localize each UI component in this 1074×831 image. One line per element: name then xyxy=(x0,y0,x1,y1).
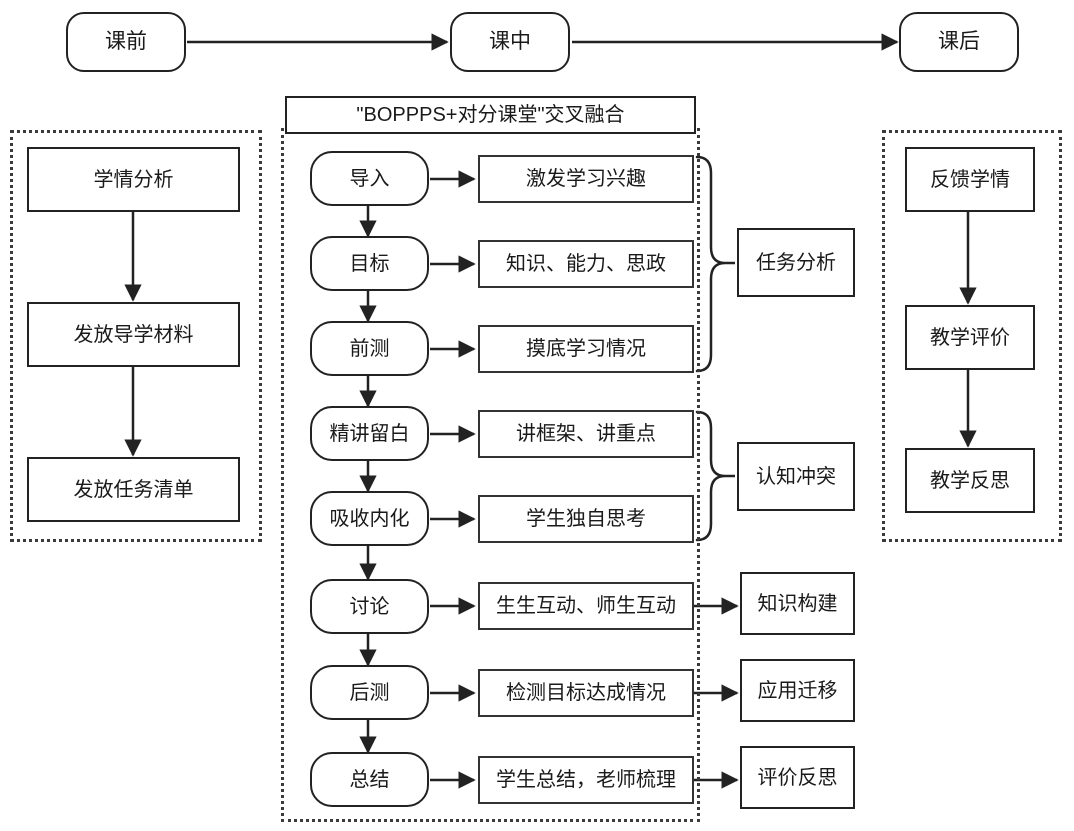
brace-task-analysis xyxy=(695,155,726,373)
stage-pill-6-label: 讨论 xyxy=(349,595,390,618)
phase-post-class-label: 课后 xyxy=(938,30,980,54)
stage-pill-7-label: 后测 xyxy=(349,681,390,704)
detail-box-2[interactable]: 知识、能力、思政 xyxy=(478,240,694,288)
post-class-step-2[interactable]: 教学评价 xyxy=(905,305,1035,370)
outcome-task-analysis-label: 任务分析 xyxy=(756,251,836,274)
outcome-cognitive-conflict-label: 认知冲突 xyxy=(756,465,836,488)
stage-pill-3[interactable]: 前测 xyxy=(310,321,429,376)
detail-box-2-label: 知识、能力、思政 xyxy=(506,253,666,275)
detail-box-8-label: 学生总结，老师梳理 xyxy=(496,769,676,791)
pre-class-step-1-label: 学情分析 xyxy=(93,168,174,191)
outcome-evaluation-reflection-label: 评价反思 xyxy=(757,766,838,789)
phase-pre-class[interactable]: 课前 xyxy=(66,12,186,72)
stage-pill-6[interactable]: 讨论 xyxy=(310,579,429,634)
stage-pill-1-label: 导入 xyxy=(349,167,390,190)
stage-pill-2[interactable]: 目标 xyxy=(310,236,429,291)
detail-box-5[interactable]: 学生独自思考 xyxy=(478,495,694,543)
outcome-knowledge-construction[interactable]: 知识构建 xyxy=(740,572,855,635)
outcome-application-transfer[interactable]: 应用迁移 xyxy=(740,659,855,722)
outcome-task-analysis[interactable]: 任务分析 xyxy=(737,228,855,297)
outcome-application-transfer-label: 应用迁移 xyxy=(757,679,838,702)
outcome-cognitive-conflict[interactable]: 认知冲突 xyxy=(737,442,855,511)
post-class-step-3-label: 教学反思 xyxy=(930,469,1010,492)
pre-class-step-3-label: 发放任务清单 xyxy=(73,478,194,501)
post-class-group xyxy=(882,130,1062,542)
pre-class-step-2-label: 发放导学材料 xyxy=(73,323,194,346)
pre-class-step-1[interactable]: 学情分析 xyxy=(27,147,240,212)
phase-in-class-label: 课中 xyxy=(489,30,531,54)
post-class-step-2-label: 教学评价 xyxy=(930,326,1010,349)
pre-class-group xyxy=(10,130,262,542)
pre-class-step-2[interactable]: 发放导学材料 xyxy=(27,302,240,367)
detail-box-5-label: 学生独自思考 xyxy=(526,508,646,530)
stage-pill-4[interactable]: 精讲留白 xyxy=(310,406,429,461)
detail-box-6-label: 生生互动、师生互动 xyxy=(496,595,676,617)
in-class-group-title-label: "BOPPPS+对分课堂"交叉融合 xyxy=(356,104,625,126)
outcome-knowledge-construction-label: 知识构建 xyxy=(757,592,838,615)
post-class-step-1[interactable]: 反馈学情 xyxy=(905,147,1035,212)
stage-pill-8[interactable]: 总结 xyxy=(310,752,429,807)
stage-pill-7[interactable]: 后测 xyxy=(310,665,429,720)
in-class-group-title: "BOPPPS+对分课堂"交叉融合 xyxy=(285,96,696,134)
pre-class-step-3[interactable]: 发放任务清单 xyxy=(27,457,240,522)
phase-post-class[interactable]: 课后 xyxy=(899,12,1019,72)
stage-pill-5-label: 吸收内化 xyxy=(329,507,410,530)
detail-box-1[interactable]: 激发学习兴趣 xyxy=(478,155,694,203)
stage-pill-2-label: 目标 xyxy=(349,252,390,275)
stage-pill-5[interactable]: 吸收内化 xyxy=(310,491,429,546)
post-class-step-1-label: 反馈学情 xyxy=(930,168,1010,191)
detail-box-3-label: 摸底学习情况 xyxy=(526,338,646,360)
stage-pill-1[interactable]: 导入 xyxy=(310,151,429,206)
post-class-step-3[interactable]: 教学反思 xyxy=(905,448,1035,513)
detail-box-7[interactable]: 检测目标达成情况 xyxy=(478,669,694,717)
brace-cognitive-conflict xyxy=(695,410,726,542)
detail-box-8[interactable]: 学生总结，老师梳理 xyxy=(478,756,694,804)
detail-box-4[interactable]: 讲框架、讲重点 xyxy=(478,410,694,458)
detail-box-1-label: 激发学习兴趣 xyxy=(526,168,646,190)
stage-pill-8-label: 总结 xyxy=(349,768,390,791)
phase-pre-class-label: 课前 xyxy=(105,30,147,54)
stage-pill-4-label: 精讲留白 xyxy=(329,422,410,445)
detail-box-3[interactable]: 摸底学习情况 xyxy=(478,325,694,373)
detail-box-4-label: 讲框架、讲重点 xyxy=(516,423,656,445)
phase-in-class[interactable]: 课中 xyxy=(450,12,570,72)
stage-pill-3-label: 前测 xyxy=(349,337,390,360)
detail-box-6[interactable]: 生生互动、师生互动 xyxy=(478,582,694,630)
detail-box-7-label: 检测目标达成情况 xyxy=(506,682,666,704)
outcome-evaluation-reflection[interactable]: 评价反思 xyxy=(740,746,855,809)
